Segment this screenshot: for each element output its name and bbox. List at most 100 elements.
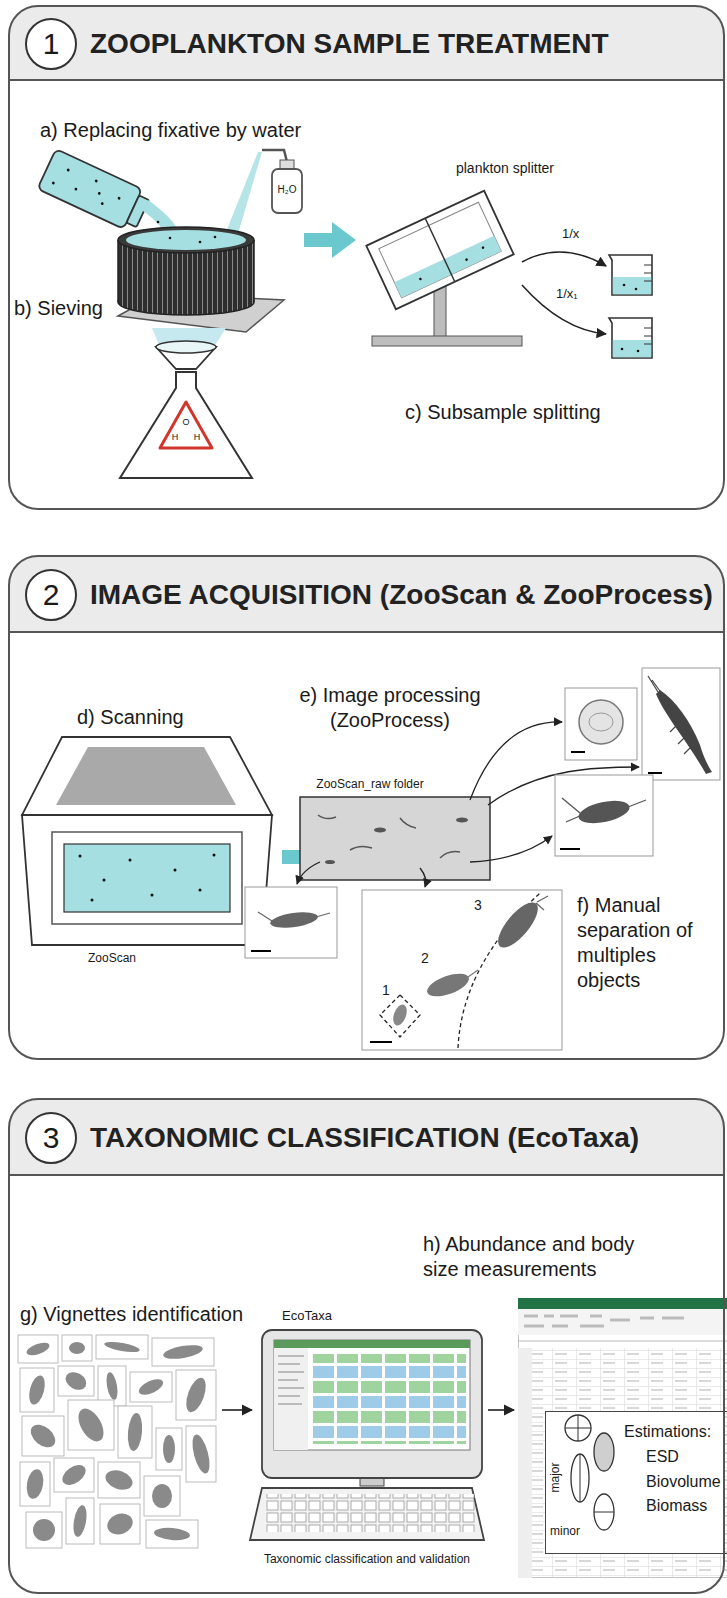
- plankton-splitter: [419, 277, 422, 280]
- multiple-object-vignette: [391, 1003, 410, 1028]
- part-label: ZooScan: [88, 951, 136, 965]
- computer: [250, 1488, 484, 1540]
- sieve: [126, 230, 246, 250]
- axis-label: major: [548, 1463, 562, 1493]
- raw-scan-image: [350, 846, 372, 850]
- flow-arrow: [222, 1409, 252, 1411]
- vignette-collage: [163, 1435, 175, 1463]
- multiple-object-vignette: [362, 890, 562, 1050]
- filtrate-flask: [160, 402, 212, 448]
- plankton-splitter: [379, 202, 502, 297]
- vignette-collage: [73, 1404, 108, 1445]
- label-holder: f) Manual separation of multiples object…: [577, 893, 717, 993]
- label-holder: Taxonomic classification and validation: [247, 1552, 487, 1567]
- step-label: a) Replacing fixative by water: [40, 119, 301, 141]
- computer: [312, 1354, 466, 1444]
- computer: [262, 1330, 482, 1478]
- vignette: [656, 690, 712, 774]
- label-holder: O: [180, 417, 192, 428]
- vignette-collage: [20, 1462, 50, 1506]
- step-label: g) Vignettes identification: [20, 1303, 243, 1325]
- spreadsheet: [518, 1348, 532, 1578]
- vignette-collage: [62, 1335, 92, 1361]
- sieve: [169, 237, 172, 240]
- zooscan-scanner: [151, 894, 154, 897]
- vignette: [258, 912, 330, 921]
- vignette-collage: [59, 1461, 89, 1489]
- step-number: 2: [43, 580, 60, 610]
- zooscan-scanner: [64, 844, 230, 912]
- sieve: [118, 227, 284, 332]
- label-holder: ZooScan_raw folder: [285, 777, 455, 792]
- estimation-icons: [571, 1454, 589, 1502]
- process-arrow: [304, 222, 356, 258]
- vignette-collage: [98, 1462, 140, 1498]
- vignette: [579, 700, 623, 744]
- estimation-icons: [594, 1433, 614, 1471]
- estimation-icons: [545, 1411, 725, 1554]
- vignette: [576, 797, 631, 827]
- vignette-collage: [22, 1416, 64, 1456]
- estimation-icons: [594, 1512, 614, 1513]
- molecule-atom: H: [194, 432, 201, 442]
- step-label: h) Abundance and body size measurements: [423, 1233, 634, 1280]
- wash-bottle: [272, 169, 302, 213]
- vignette-collage: [20, 1368, 54, 1412]
- sample-jar: [97, 192, 101, 196]
- multiple-object-vignette: [536, 896, 548, 910]
- panel-header-band: [8, 5, 725, 80]
- label-holder: 1/x₁: [556, 286, 578, 302]
- multiple-object-vignette: [362, 890, 562, 1050]
- beaker: [609, 255, 652, 295]
- beaker: [621, 348, 624, 351]
- fraction-label: 1/x₁: [556, 286, 578, 301]
- vignette-collage: [96, 1335, 148, 1359]
- panel-header: TAXONOMIC CLASSIFICATION (EcoTaxa): [90, 1100, 639, 1175]
- multiple-object-vignette: [424, 969, 472, 1001]
- vignette: [555, 775, 653, 856]
- vignette-collage: [118, 1406, 152, 1458]
- label-holder: H: [170, 432, 180, 443]
- vignette: [648, 676, 694, 754]
- label-holder: e) Image processing (ZooProcess): [283, 683, 498, 733]
- raw-scan-image: [400, 818, 416, 828]
- panel-header: IMAGE ACQUISITION (ZooScan & ZooProcess): [90, 557, 713, 632]
- zooscan-scanner: [56, 747, 236, 805]
- spreadsheet: [518, 1298, 727, 1578]
- vignette-collage: [33, 1519, 55, 1541]
- raw-scan-image: [300, 797, 490, 880]
- estimation-text: Biomass: [646, 1494, 707, 1519]
- sieve: [118, 227, 254, 253]
- vignette: [589, 713, 613, 731]
- plankton-splitter: [481, 246, 484, 249]
- vignette-collage: [58, 1366, 94, 1396]
- computer: [274, 1340, 470, 1450]
- vignette-collage: [18, 1335, 216, 1548]
- computer: [278, 1356, 304, 1404]
- label-holder: h) Abundance and body size measurements: [423, 1232, 663, 1282]
- multiple-object-vignette: [492, 896, 545, 953]
- spreadsheet: [518, 1298, 727, 1309]
- beaker: [609, 255, 652, 295]
- estimation-icons: [580, 1454, 581, 1502]
- sample-jar: [51, 181, 55, 185]
- vignette-collage: [26, 1420, 59, 1452]
- computer: [274, 1348, 308, 1450]
- vignette-arrow: [470, 836, 552, 862]
- vignette: [648, 772, 662, 774]
- vignette-collage: [144, 1476, 180, 1516]
- zooscan-scanner: [103, 879, 106, 882]
- vignette-collage: [152, 1338, 214, 1366]
- panel-header-band: [8, 555, 725, 632]
- step-label: c) Subsample splitting: [405, 401, 601, 423]
- split-arrow: [522, 285, 606, 334]
- plankton-splitter: [372, 336, 522, 346]
- vignette-collage: [25, 1468, 46, 1500]
- fraction-label: 1/x: [562, 226, 579, 241]
- vignette: [245, 887, 337, 958]
- zooscan-scanner: [213, 854, 216, 857]
- vignette-collage: [126, 1412, 143, 1451]
- bottle-label: H₂O: [278, 184, 297, 195]
